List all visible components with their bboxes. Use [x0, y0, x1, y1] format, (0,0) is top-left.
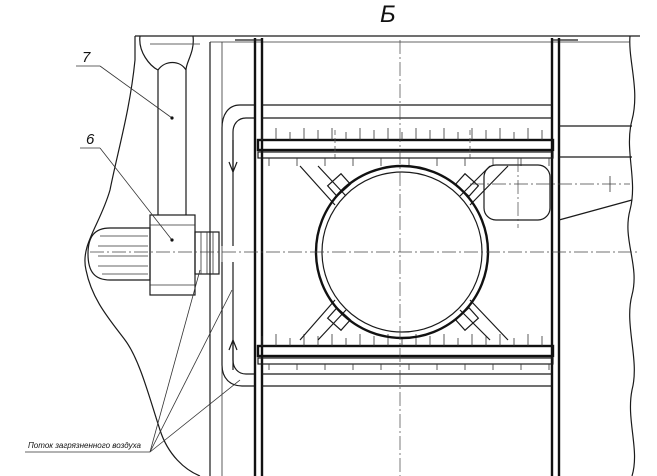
fan-housing-6: [149, 214, 196, 296]
strut-pad: [454, 172, 480, 198]
flow-arrow-up: [228, 338, 238, 370]
caption-leader: [149, 289, 233, 453]
air-duct-left-lower: [221, 262, 255, 387]
upper-conveyor-chain: [256, 128, 555, 166]
housing-break-outline: [84, 36, 201, 476]
strut-lower-right: [459, 299, 509, 341]
right-nozzle: [483, 164, 551, 221]
right-duct-slope: [558, 199, 633, 221]
lower-conveyor-chain: [256, 334, 555, 370]
callout-7-leader: [99, 65, 173, 119]
callout-7-dot: [170, 116, 174, 120]
caption-leader: [149, 379, 241, 453]
fan-motor: [87, 227, 151, 281]
callout-7-label: 7: [82, 49, 91, 66]
right-break-outline: [627, 35, 636, 476]
flow-arrow-down: [228, 140, 238, 174]
caption-air-flow: Поток загрязненного воздуха: [28, 441, 142, 450]
callout-6-leader: [99, 147, 173, 241]
strut-pad: [454, 306, 480, 332]
callout-6-label: 6: [86, 131, 95, 148]
strut-lower-left: [299, 299, 347, 341]
duct-7: [139, 35, 194, 215]
callout-6-dot: [170, 238, 174, 242]
caption-leader: [149, 269, 201, 453]
strut-upper-left: [299, 165, 347, 206]
air-duct-left: [221, 104, 255, 246]
view-label: Б: [380, 1, 396, 28]
